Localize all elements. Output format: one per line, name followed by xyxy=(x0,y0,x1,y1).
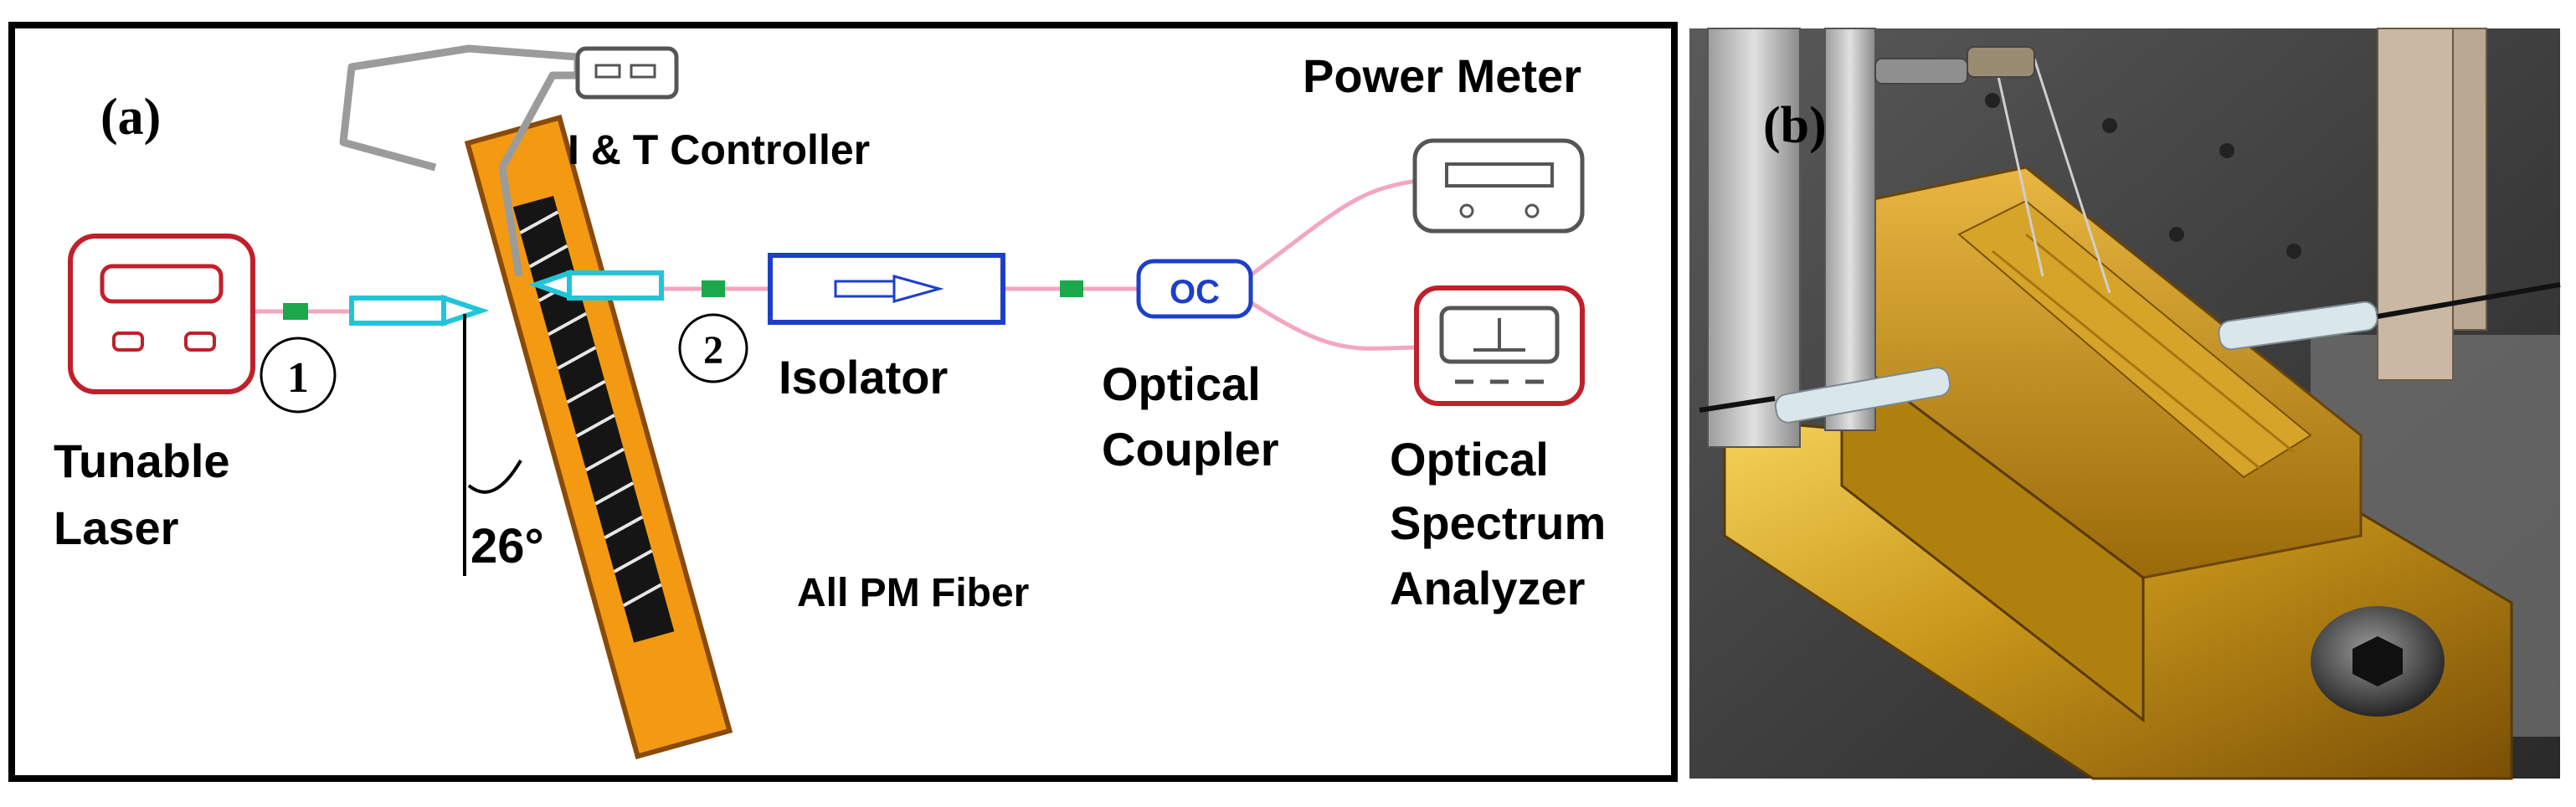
power-meter-label: Power Meter xyxy=(1303,49,1581,102)
osa-label-line2: Spectrum xyxy=(1390,496,1606,549)
collimator-1 xyxy=(349,294,490,327)
fiber-note: All PM Fiber xyxy=(797,571,1029,615)
laser-label-line1: Tunable xyxy=(54,434,230,487)
isolator xyxy=(768,253,1005,325)
osa-label-line1: Optical xyxy=(1390,433,1549,486)
tunable-laser xyxy=(68,234,255,394)
groove-line-1 xyxy=(1992,249,2261,470)
right-clamp xyxy=(2377,28,2487,381)
hex-screw xyxy=(2311,606,2445,717)
controller-label: I & T Controller xyxy=(568,126,870,173)
left-collimator-tube xyxy=(1699,367,1951,424)
coupler-label-line1: Optical xyxy=(1102,357,1261,410)
laser-label-line2: Laser xyxy=(54,501,178,554)
angle-label: 26° xyxy=(470,519,544,573)
port-1-marker xyxy=(260,337,337,414)
grating-wires xyxy=(1991,49,2111,294)
splice-point-3 xyxy=(1060,280,1083,297)
coupler-box-label: OC xyxy=(1170,274,1220,311)
panel-a-label: (a) xyxy=(100,89,161,146)
gold-groove xyxy=(1957,199,2312,479)
isolator-label: Isolator xyxy=(779,351,948,404)
gold-side xyxy=(1840,349,2145,723)
top-screws xyxy=(1874,46,2035,85)
osa-label-line3: Analyzer xyxy=(1390,562,1585,614)
coupler-label-line2: Coupler xyxy=(1102,423,1279,475)
port-2-label: 2 xyxy=(703,328,723,373)
optical-spectrum-analyzer xyxy=(1414,285,1585,406)
panel-b-photo: (b) xyxy=(1689,28,2561,780)
tilted-grating xyxy=(464,114,733,760)
optical-coupler: OC xyxy=(1136,259,1253,319)
panel-a-diagram: (a) Tunable Laser 1 xyxy=(8,22,1678,782)
collimator-2 xyxy=(527,269,664,301)
angle-indicator xyxy=(463,314,522,576)
port-2-marker xyxy=(678,313,748,383)
port-1-label: 1 xyxy=(287,354,309,402)
power-meter xyxy=(1412,138,1585,234)
splice-point-1 xyxy=(283,303,308,320)
groove-line-2 xyxy=(2025,233,2295,454)
left-clamp xyxy=(1707,28,1876,448)
splice-point-2 xyxy=(702,280,725,297)
controller-box xyxy=(575,46,679,100)
panel-b-label: (b) xyxy=(1763,97,1827,154)
right-collimator-tube xyxy=(2218,282,2561,351)
